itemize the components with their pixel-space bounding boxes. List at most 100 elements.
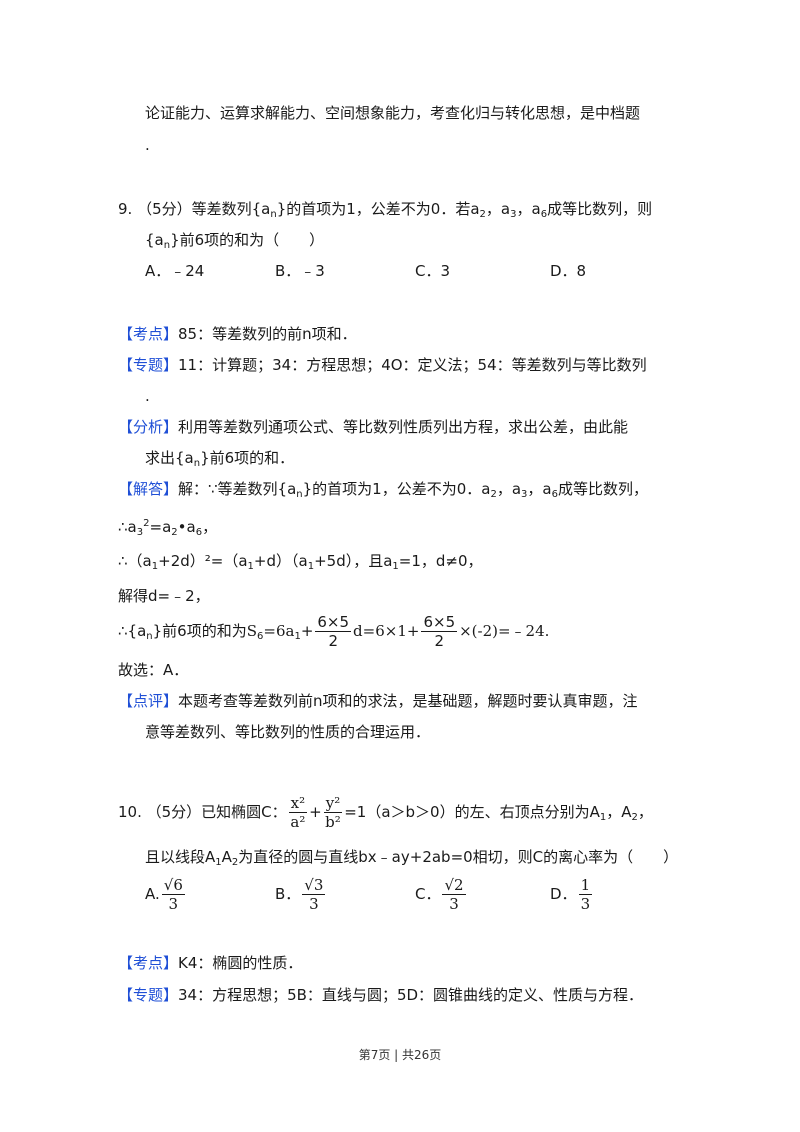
dianping-line: 【点评】本题考查等差数列前n项和的求法，是基础题，解题时要认真审题，注 [118,690,638,712]
text: {a [145,231,164,249]
subscript: 2 [631,812,638,823]
text: 11：计算题；34：方程思想；4O：定义法；54：等差数列与等比数列 [178,356,647,374]
text: +5d），且a [314,552,393,570]
text: ∴{a [118,622,147,640]
denominator: 2 [434,632,445,650]
jieda-tag: 【解答】 [118,480,179,498]
numerator: √6 [161,876,185,895]
option-label: B． [275,885,301,903]
text: }前6项的和． [200,449,295,467]
subscript: 2 [490,489,497,500]
answer-line: 故选：A． [118,661,189,679]
math-text: + [309,803,322,821]
text-line: . [145,387,150,405]
zhuanti-tag: 【专题】 [118,986,179,1004]
subscript: n [163,240,171,251]
option-a: A．﹣24 [145,262,205,280]
text: ，a [516,200,541,218]
subscript: 6 [551,489,558,500]
question-10-stem-line2: 且以线段A1A2为直径的圆与直线bx﹣ay+2ab=0相切，则C的离心率为（ ） [145,846,678,874]
text: •a [177,518,196,536]
kaodian-line: 【考点】K4：椭圆的性质． [118,952,302,974]
text: （5分）等差数列{a [137,200,271,218]
text: ， [637,803,653,821]
subscript: n [270,209,277,220]
text: ∴a [118,518,137,536]
text: 解：∵等差数列{a [178,480,297,498]
text: =1，d≠0， [398,552,483,570]
subscript: 6 [257,631,264,642]
subscript: 6 [195,527,203,538]
text-line: 论证能力、运算求解能力、空间想象能力，考查化归与转化思想，是中档题 [145,104,641,122]
text-line: 意等差数列、等比数列的性质的合理运用． [145,723,431,741]
text: =a [149,518,172,536]
denominator: 3 [580,895,591,913]
subscript: 6 [540,209,548,220]
subscript: 3 [136,527,144,538]
numerator: y² [323,794,343,813]
subscript: 3 [521,489,528,500]
zhuanti-line: 【专题】34：方程思想；5B：直线与圆；5D：圆锥曲线的定义、性质与方程． [118,984,643,1006]
text: }前6项的和为（ ） [170,231,325,249]
solution-step: ∴（a1+2d）²=（a1+d）（a1+5d），且a1=1，d≠0， [118,550,483,578]
subscript: 1 [599,812,607,823]
text: 且以线段A [145,848,216,866]
text: ∴（a [118,552,152,570]
text: A [221,848,232,866]
text: K4：椭圆的性质． [178,954,303,972]
text: 34：方程思想；5B：直线与圆；5D：圆锥曲线的定义、性质与方程． [178,986,644,1004]
subscript: 1 [307,561,315,572]
text-line: . [145,136,150,154]
jieda-line: 【解答】解：∵等差数列{an}的首项为1，公差不为0．a2，a3，a6成等比数列… [118,478,648,506]
solution-step: 解得d=﹣2， [118,587,210,605]
math-symbol: S [246,622,257,640]
question-number: 9. [118,200,133,218]
option-b: B．﹣3 [275,262,325,280]
math-text: + [300,622,314,640]
numerator: x² [288,794,308,813]
text: }前6项的和为 [152,622,247,640]
denominator: 3 [449,895,459,913]
text: （5分）已知椭圆C： [146,803,287,821]
math-text: d=6×1+ [353,622,420,640]
option-label: D． [550,885,577,903]
fenxi-line: 【分析】利用等差数列通项公式、等比数列性质列出方程，求出公差，由此能 [118,416,628,438]
subscript: 2 [171,527,178,538]
denominator: 3 [168,895,179,913]
text: }的首项为1，公差不为0．若a [276,200,480,218]
kaodian-tag: 【考点】 [118,954,179,972]
numerator: 6×5 [315,613,352,632]
denominator: 2 [328,632,338,650]
subscript: 2 [479,209,486,220]
kaodian-tag: 【考点】 [118,325,179,343]
math-text: =6a [263,622,295,640]
subscript: 1 [294,631,301,642]
text: ，a [485,200,511,218]
text: +d）（a [253,552,308,570]
text: ，a [496,480,522,498]
text: =1（a＞b＞0）的左、右顶点分别为A [344,803,600,821]
text: ，A [606,803,632,821]
question-9-stem-line2: {an}前6项的和为（ ） [145,229,324,257]
text: }的首项为1，公差不为0．a [302,480,491,498]
solution-step: ∴a32=a2•a6， [118,513,217,544]
text: 求出{a [145,449,194,467]
question-number: 10. [118,803,142,821]
fenxi-line2: 求出{an}前6项的和． [145,447,294,475]
denominator: 3 [309,895,319,913]
zhuanti-line: 【专题】11：计算题；34：方程思想；4O：定义法；54：等差数列与等比数列 [118,354,647,376]
option-label: A. [145,885,160,903]
text: 85：等差数列的前n项和． [178,325,357,343]
